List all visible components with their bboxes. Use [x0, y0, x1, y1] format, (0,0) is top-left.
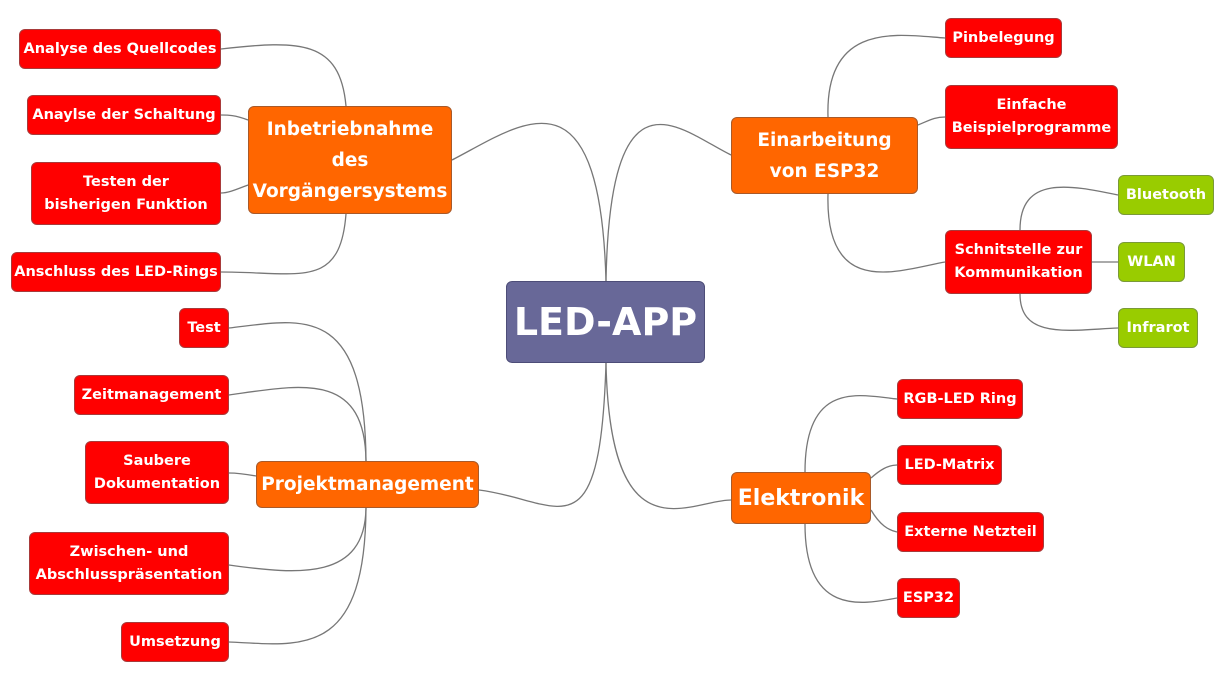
connector-line	[827, 193, 946, 273]
leaf-anschluss-led-rings[interactable]: Anschluss des LED-Rings	[11, 252, 221, 292]
leaf-testen-funktion[interactable]: Testen der bisherigen Funktion	[31, 162, 221, 225]
leaf-zeitmanagement[interactable]: Zeitmanagement	[74, 375, 229, 415]
leaf-label: Saubere Dokumentation	[93, 452, 221, 492]
connector-line	[917, 116, 946, 126]
topic-label: Projektmanagement	[261, 474, 474, 495]
connector-line	[827, 34, 946, 118]
connector-line	[451, 122, 607, 282]
leaf-externe-netzteil[interactable]: Externe Netzteil	[897, 512, 1044, 552]
connector-line	[804, 394, 898, 473]
leaf-label: Bluetooth	[1125, 186, 1207, 203]
leaf-label: Einfache Beispielprogramme	[951, 97, 1112, 136]
leaf-wlan[interactable]: WLAN	[1118, 242, 1185, 282]
leaf-label: ESP32	[902, 589, 955, 606]
topic-projektmanagement[interactable]: Projektmanagement	[256, 461, 479, 508]
connector-line	[220, 114, 249, 121]
leaf-led-matrix[interactable]: LED-Matrix	[897, 445, 1002, 485]
leaf-label: Analyse des Quellcodes	[23, 40, 217, 57]
leaf-label: Infrarot	[1126, 319, 1190, 336]
connector-line	[605, 123, 732, 282]
leaf-label: Anaylse der Schaltung	[32, 106, 216, 123]
connector-line	[220, 213, 347, 275]
connector-line	[870, 464, 898, 479]
connector-line	[228, 322, 367, 462]
leaf-praesentation[interactable]: Zwischen- und Abschlusspräsentation	[29, 532, 229, 595]
leaf-label: Zwischen- und Abschlusspräsentation	[35, 543, 223, 583]
connector-line	[1019, 186, 1119, 231]
leaf-pinbelegung[interactable]: Pinbelegung	[945, 18, 1062, 58]
connector-line	[870, 509, 898, 533]
leaf-esp32[interactable]: ESP32	[897, 578, 960, 618]
leaf-label: WLAN	[1127, 253, 1176, 270]
leaf-label: Pinbelegung	[952, 29, 1055, 46]
connector-line	[228, 386, 367, 462]
connector-line	[804, 523, 898, 603]
leaf-label: RGB-LED Ring	[903, 390, 1017, 407]
connector-line	[220, 44, 347, 107]
leaf-saubere-dokumentation[interactable]: Saubere Dokumentation	[85, 441, 229, 504]
topic-label: Inbetriebnahme des Vorgängersystems	[252, 118, 448, 202]
leaf-rgb-led-ring[interactable]: RGB-LED Ring	[897, 379, 1023, 419]
connector-line	[220, 184, 249, 194]
leaf-label: Testen der bisherigen Funktion	[44, 173, 208, 213]
topic-einarbeitung[interactable]: Einarbeitung von ESP32	[731, 117, 918, 194]
leaf-schnitstelle[interactable]: Schnitstelle zur Kommunikation	[945, 230, 1092, 294]
leaf-analyse-quellcodes[interactable]: Analyse des Quellcodes	[19, 29, 221, 69]
leaf-label: Umsetzung	[129, 633, 221, 650]
connector-line	[228, 472, 257, 477]
topic-inbetriebnahme[interactable]: Inbetriebnahme des Vorgängersystems	[248, 106, 452, 214]
connector-line	[1019, 293, 1119, 331]
connector-line	[605, 362, 732, 510]
connector-line	[228, 507, 367, 572]
connector-line	[228, 507, 367, 645]
leaf-anaylse-schaltung[interactable]: Anaylse der Schaltung	[27, 95, 221, 135]
leaf-label: Externe Netzteil	[904, 523, 1037, 540]
topic-label: Einarbeitung von ESP32	[757, 129, 892, 182]
leaf-umsetzung[interactable]: Umsetzung	[121, 622, 229, 662]
leaf-label: LED-Matrix	[904, 456, 995, 473]
leaf-label: Schnitstelle zur Kommunikation	[954, 242, 1083, 281]
central-topic-label: LED-APP	[513, 300, 698, 344]
leaf-test[interactable]: Test	[179, 308, 229, 348]
leaf-bluetooth[interactable]: Bluetooth	[1118, 175, 1214, 215]
topic-label: Elektronik	[737, 485, 865, 511]
central-topic[interactable]: LED-APP	[506, 281, 705, 363]
leaf-label: Anschluss des LED-Rings	[14, 263, 218, 280]
leaf-label: Test	[187, 319, 221, 336]
leaf-infrarot[interactable]: Infrarot	[1118, 308, 1198, 348]
topic-elektronik[interactable]: Elektronik	[731, 472, 871, 524]
leaf-beispielprogramme[interactable]: Einfache Beispielprogramme	[945, 85, 1118, 149]
connector-line	[478, 362, 607, 507]
leaf-label: Zeitmanagement	[81, 386, 222, 403]
